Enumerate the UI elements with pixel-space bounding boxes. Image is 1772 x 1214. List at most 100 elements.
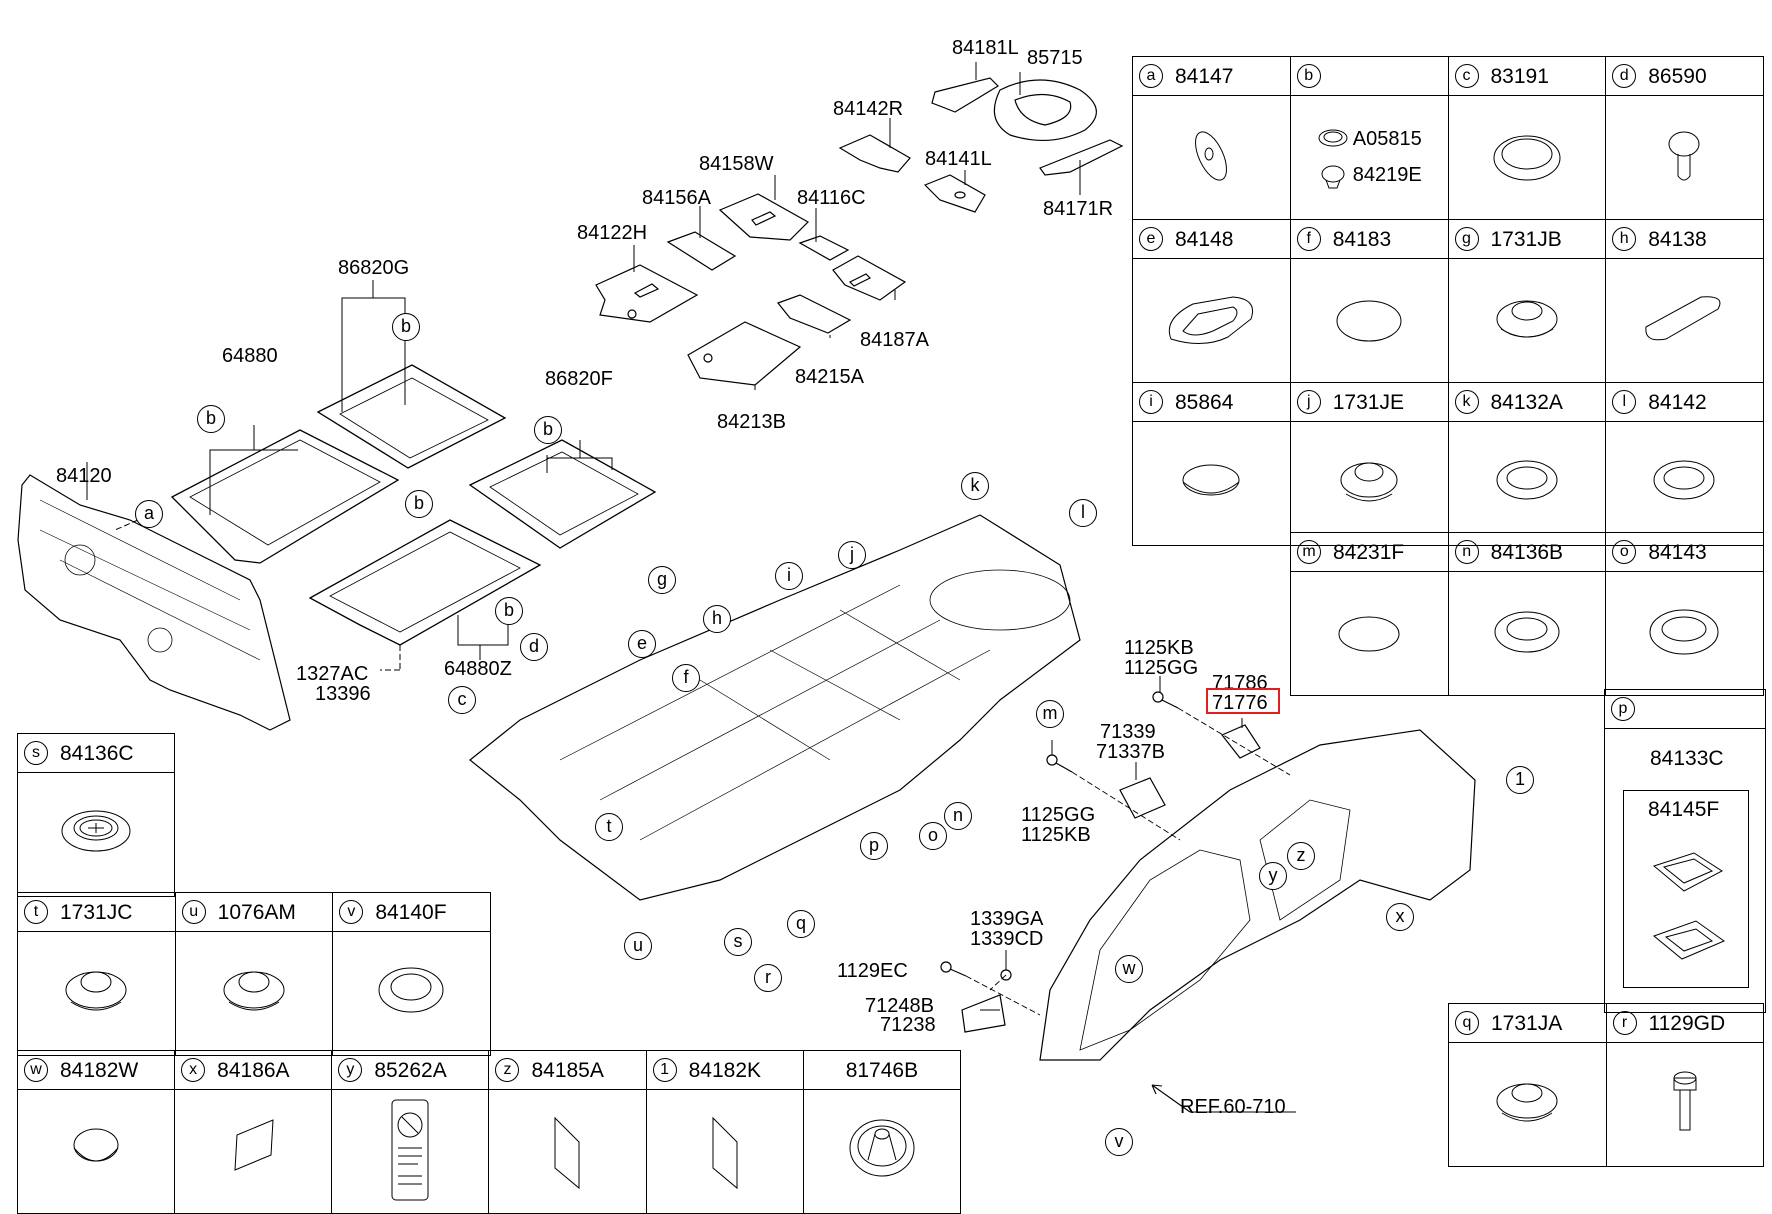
label-84215A: 84215A [795, 366, 864, 388]
callout-c[interactable]: c [448, 686, 476, 714]
callout-k[interactable]: k [961, 472, 989, 500]
callout-s[interactable]: s [724, 928, 752, 956]
label-86820G: 86820G [338, 257, 410, 279]
callout-y[interactable]: y [1259, 862, 1287, 890]
callout-o[interactable]: o [919, 822, 947, 850]
pad-84181L [931, 77, 999, 113]
callout-p[interactable]: p [860, 832, 888, 860]
label-84213B: 84213B [717, 411, 786, 433]
label-84122H: 84122H [577, 222, 648, 244]
callout-b-86820G[interactable]: b [392, 313, 420, 341]
pad-84116C [798, 235, 850, 261]
label-71337B: 71337B [1096, 741, 1165, 763]
callout-j[interactable]: j [838, 541, 866, 569]
callout-x[interactable]: x [1386, 903, 1414, 931]
callout-q[interactable]: q [787, 910, 815, 938]
part-image-83191 [1447, 95, 1607, 220]
ref-note: REF.60-710 [1180, 1096, 1286, 1118]
callout-u[interactable]: u [624, 932, 652, 960]
callout-e[interactable]: e [628, 630, 656, 658]
pad-84142R [838, 134, 911, 173]
pad-84171R [1039, 139, 1124, 176]
label-1339GA: 1339GA [970, 908, 1044, 930]
under-cover-86820F [468, 439, 657, 549]
part-image-84147 [1132, 95, 1291, 220]
label-71238: 71238 [880, 1014, 936, 1036]
label-13396: 13396 [315, 683, 371, 705]
legend-cell-81746B: 81746B [802, 1050, 962, 1090]
label-84145F: 84145F [1648, 798, 1720, 821]
callout-h[interactable]: h [703, 605, 731, 633]
bolt-1125KB-upper [1152, 691, 1179, 709]
callout-l[interactable]: l [1069, 499, 1097, 527]
label-A05815: A05815 [1352, 128, 1422, 150]
part-image-84231F [1290, 571, 1449, 696]
label-1339CD: 1339CD [970, 928, 1044, 950]
label-84219E: 84219E [1352, 164, 1422, 186]
part-image-84136C [17, 772, 175, 897]
legend-cell-p: p 84133C 84145F [1604, 689, 1766, 1013]
part-image-84140F [332, 931, 491, 1056]
callout-1[interactable]: 1 [1506, 766, 1534, 794]
label-84141L: 84141L [925, 148, 992, 170]
part-image-1731JC [17, 931, 176, 1056]
label-1125GG-lower: 1125GG [1021, 804, 1096, 826]
bracket-71337B [1119, 777, 1166, 819]
callout-z[interactable]: z [1287, 842, 1315, 870]
bolt-1125GG-lower [1046, 754, 1073, 773]
part-image-85864 [1132, 421, 1291, 546]
pad-84156A [666, 231, 737, 271]
callout-t[interactable]: t [595, 813, 623, 841]
label-85715: 85715 [1027, 47, 1083, 69]
callout-b-64880[interactable]: b [197, 405, 225, 433]
callout-a[interactable]: a [135, 500, 163, 528]
label-71248B: 71248B [865, 995, 934, 1017]
callout-g[interactable]: g [648, 566, 676, 594]
part-image-b: A05815 84219E [1289, 95, 1449, 220]
label-1125KB-lower: 1125KB [1021, 824, 1091, 846]
label-84133C: 84133C [1650, 747, 1724, 770]
pad-84141L [923, 174, 986, 213]
callout-f[interactable]: f [672, 664, 700, 692]
callout-m[interactable]: m [1036, 700, 1064, 728]
part-image-84185A [488, 1089, 647, 1214]
label-84187A: 84187A [860, 329, 929, 351]
callout-b-64880Z[interactable]: b [405, 490, 433, 518]
callout-w[interactable]: w [1115, 955, 1143, 983]
part-image-84132A [1447, 421, 1607, 546]
label-64880Z: 64880Z [444, 658, 512, 680]
label-84156A: 84156A [642, 187, 711, 209]
callout-d[interactable]: d [520, 633, 548, 661]
label-86820F: 86820F [545, 368, 613, 390]
callout-v[interactable]: v [1105, 1128, 1133, 1156]
callout-b-86820F[interactable]: b [534, 416, 562, 444]
part-image-84183 [1289, 258, 1449, 383]
highlight-box-71776 [1206, 688, 1280, 714]
under-cover-86820G [316, 364, 507, 469]
pad-84187A [832, 255, 907, 301]
part-image-84143 [1605, 571, 1764, 696]
part-image-81746B [802, 1089, 962, 1214]
part-image-86590 [1605, 95, 1764, 220]
label-84181L: 84181L [952, 37, 1019, 59]
part-image-1076AM [174, 931, 334, 1056]
callout-n[interactable]: n [944, 802, 972, 830]
callout-r[interactable]: r [754, 964, 782, 992]
under-cover-64880Z [308, 519, 542, 646]
part-image-1731JE [1289, 421, 1449, 546]
callout-i[interactable]: i [775, 562, 803, 590]
callout-b-64880Z-lower[interactable]: b [495, 597, 523, 625]
